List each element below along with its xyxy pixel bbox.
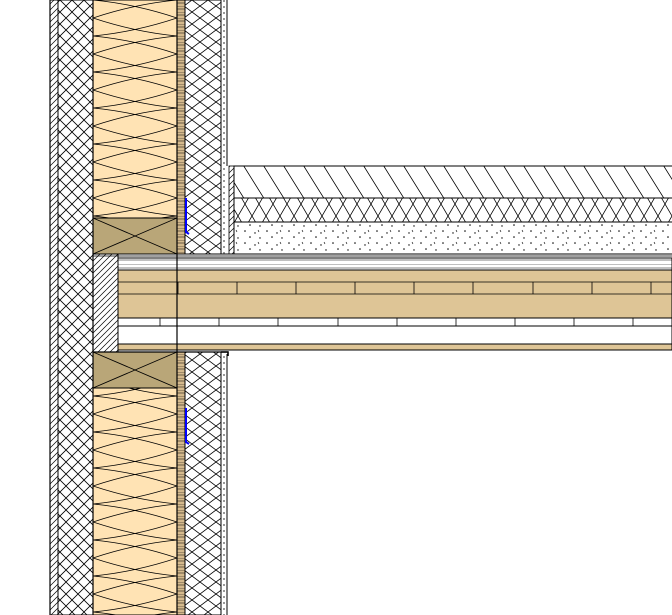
lower-insulation-batt — [92, 387, 178, 615]
clt-lamella-joints — [118, 281, 672, 295]
screed-layer — [233, 221, 672, 255]
membrane-clip-lower — [185, 408, 190, 445]
vapour-membrane-lower — [176, 351, 186, 615]
floor-buildup — [93, 165, 672, 356]
section-outline — [49, 0, 178, 615]
impact-sound-layer — [233, 197, 672, 223]
ceiling-board-layer — [117, 343, 672, 351]
lower-timber-rail — [92, 351, 178, 389]
floor-finish-layer — [233, 165, 672, 199]
clt-top-boards — [117, 257, 672, 271]
clt-bottom-joints — [159, 318, 634, 326]
wood-fibre-board-layer — [57, 0, 94, 615]
upper-timber-rail — [92, 217, 178, 255]
interior-board-lower — [220, 352, 228, 615]
outer-cladding-layer — [49, 0, 59, 615]
membrane-clip-upper — [185, 198, 190, 235]
upper-insulation-batt — [92, 0, 178, 219]
exterior-wall — [49, 0, 228, 615]
edge-insulation-strip — [228, 165, 235, 255]
interior-board-upper — [220, 0, 228, 254]
inner-lining-lower — [184, 351, 222, 615]
inner-lining-upper — [184, 0, 222, 255]
junction-fibre-board — [92, 253, 119, 353]
vapour-membrane-upper — [176, 0, 186, 255]
ceiling-void — [117, 325, 672, 345]
clt-bottom-boards — [117, 317, 672, 327]
